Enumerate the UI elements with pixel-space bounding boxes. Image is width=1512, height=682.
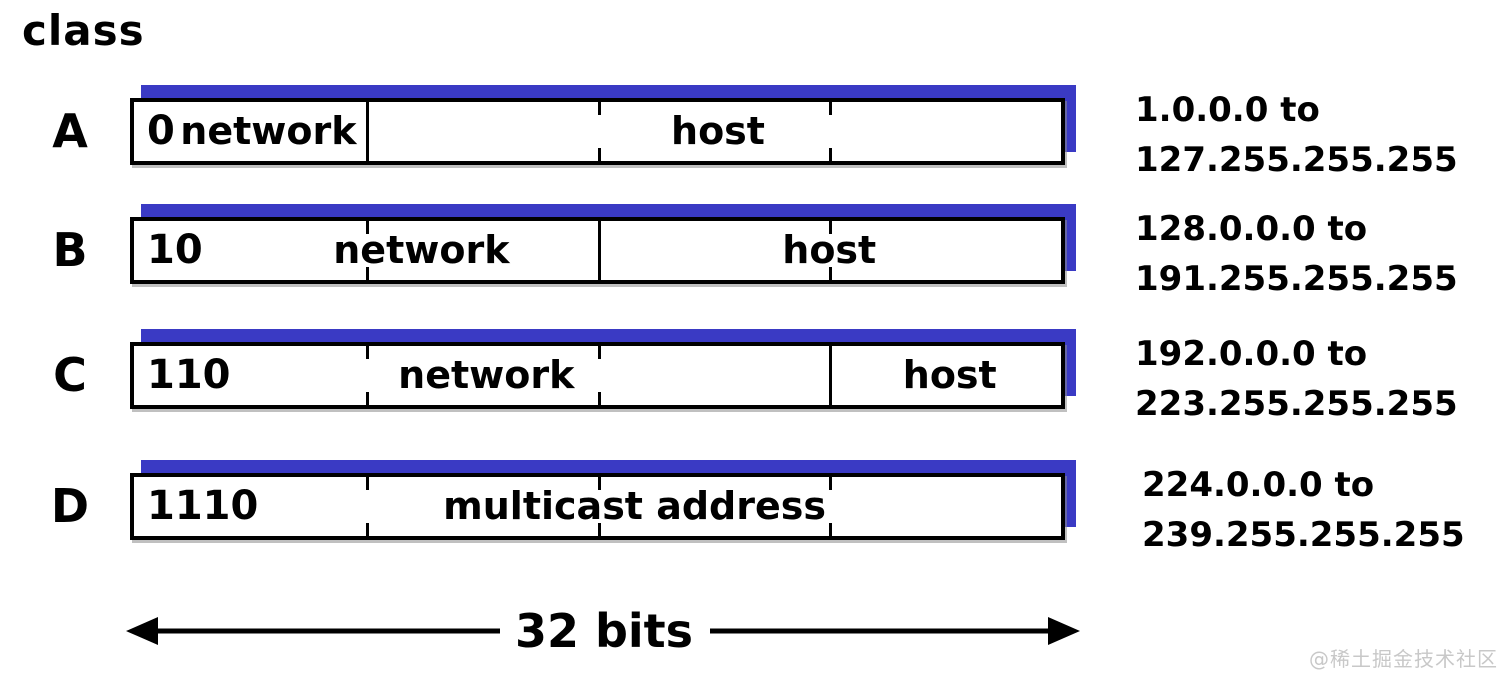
range-line: 224.0.0.0 to: [1142, 465, 1375, 505]
range-line: 1.0.0.0 to: [1135, 90, 1320, 130]
bit-tick: [597, 148, 601, 161]
bit-tick: [365, 477, 369, 490]
bit-tick: [365, 267, 369, 280]
bit-tick: [365, 392, 369, 405]
class-b-host-field: host: [782, 227, 877, 272]
bit-tick: [829, 148, 833, 161]
field-divider: [829, 346, 833, 405]
class-d-multicast-field: multicast address: [443, 483, 826, 528]
class-c-prefix-bits: 110: [147, 351, 231, 398]
bits-width-label: 32 bits: [514, 604, 694, 658]
class-a-network-field: network: [180, 108, 357, 153]
watermark: @稀土掘金技术社区: [1309, 647, 1498, 671]
range-line: 128.0.0.0 to: [1135, 209, 1368, 249]
class-c-box-wrap: 110 network host: [130, 329, 1076, 409]
bit-tick: [365, 346, 369, 359]
class-a-row: A 0 network host 1.0.0.0 to 127.255.255.…: [0, 85, 1512, 180]
class-b-letter: B: [52, 223, 88, 277]
diagram-title: class: [22, 6, 145, 55]
class-d-box-wrap: 1110 multicast address: [130, 460, 1076, 540]
bit-tick: [597, 346, 601, 359]
range-line: 127.255.255.255: [1135, 140, 1458, 180]
bit-tick: [829, 523, 833, 536]
bit-tick: [365, 221, 369, 234]
class-b-row: B 10 network host 128.0.0.0 to 191.255.2…: [0, 204, 1512, 299]
class-c-row: C 110 network host 192.0.0.0 to 223.255.…: [0, 329, 1512, 424]
class-c-letter: C: [53, 348, 87, 402]
class-d-range: 224.0.0.0 to 239.255.255.255: [1142, 460, 1465, 560]
class-a-bitbox: 0 network host: [130, 98, 1065, 165]
class-a-letter: A: [52, 104, 88, 158]
class-c-bitbox: 110 network host: [130, 342, 1065, 409]
class-b-box-wrap: 10 network host: [130, 204, 1076, 284]
class-d-prefix-bits: 1110: [147, 482, 259, 529]
bit-tick: [829, 477, 833, 490]
class-d-letter: D: [50, 479, 90, 533]
class-c-network-field: network: [398, 352, 575, 397]
bit-tick: [829, 221, 833, 234]
class-c-range: 192.0.0.0 to 223.255.255.255: [1135, 329, 1458, 429]
bit-tick: [365, 523, 369, 536]
range-line: 239.255.255.255: [1142, 515, 1465, 555]
class-d-row: D 1110 multicast address 224.0.0.0 to 23…: [0, 460, 1512, 555]
class-a-host-field: host: [671, 108, 765, 153]
range-line: 191.255.255.255: [1135, 259, 1458, 299]
range-line: 223.255.255.255: [1135, 384, 1458, 424]
bit-tick: [829, 102, 833, 115]
bit-tick: [597, 477, 601, 490]
class-b-range: 128.0.0.0 to 191.255.255.255: [1135, 204, 1458, 304]
class-d-bitbox: 1110 multicast address: [130, 473, 1065, 540]
class-b-network-field: network: [333, 227, 510, 272]
class-b-prefix-bits: 10: [147, 226, 203, 273]
bit-tick: [597, 523, 601, 536]
bit-tick: [597, 392, 601, 405]
field-divider: [597, 221, 601, 280]
class-c-host-field: host: [902, 352, 997, 397]
class-a-range: 1.0.0.0 to 127.255.255.255: [1135, 85, 1458, 185]
class-b-bitbox: 10 network host: [130, 217, 1065, 284]
range-line: 192.0.0.0 to: [1135, 334, 1368, 374]
bit-tick: [597, 102, 601, 115]
class-a-box-wrap: 0 network host: [130, 85, 1076, 165]
class-a-prefix-bits: 0: [147, 107, 175, 154]
bit-tick: [829, 267, 833, 280]
field-divider: [365, 102, 369, 161]
